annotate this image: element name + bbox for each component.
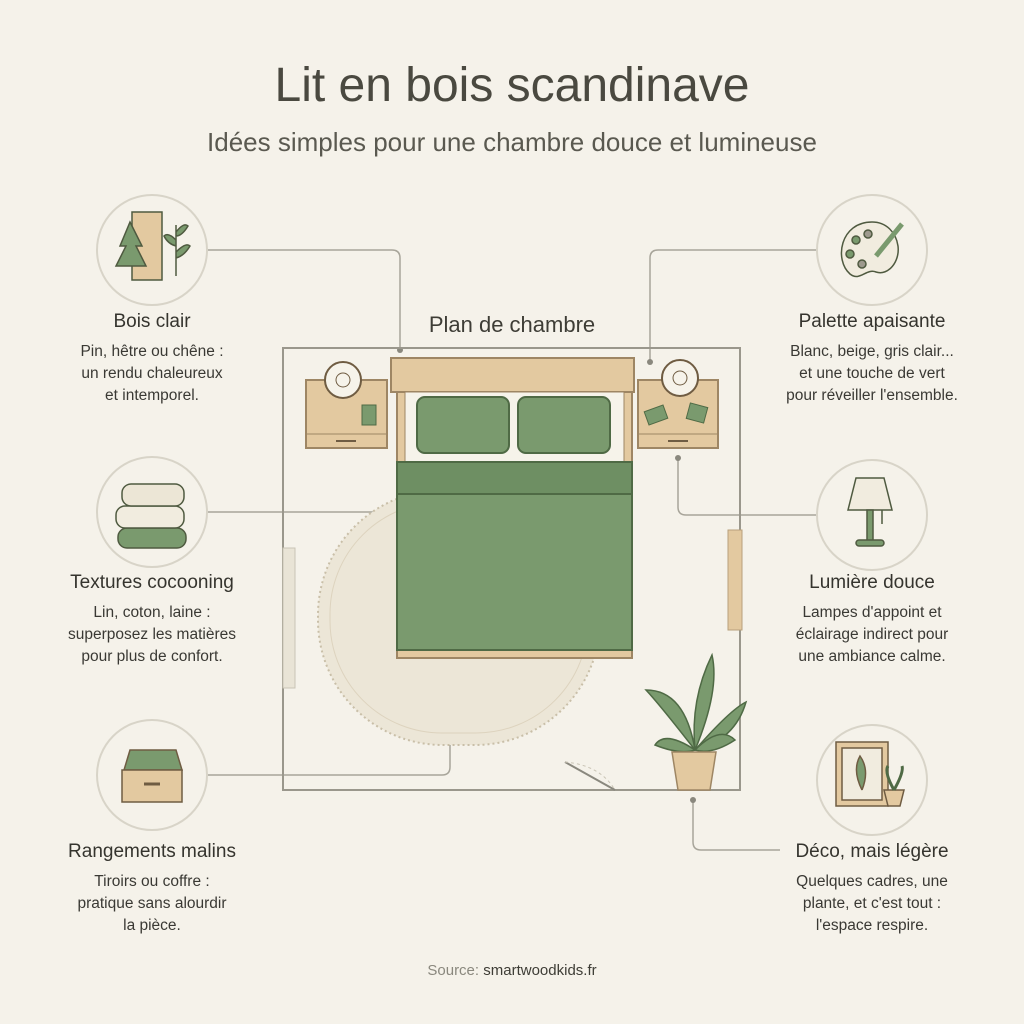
feature-line: un rendu chaleureux — [81, 365, 223, 382]
feature-title: Lumière douce — [809, 572, 935, 593]
feature-title: Rangements malins — [68, 841, 236, 862]
feature-line: Tiroirs ou coffre : — [94, 873, 210, 890]
nightstand-right — [637, 359, 719, 449]
feature-deco: Déco, mais légère Quelques cadres, une pl… — [742, 841, 1002, 937]
feature-line: une ambiance calme. — [798, 648, 946, 665]
feature-line: la pièce. — [123, 917, 181, 934]
nightstand-left — [305, 361, 388, 449]
feature-line: plante, et c'est tout : — [802, 895, 942, 912]
feature-line: l'espace respire. — [815, 917, 929, 934]
table-lamp-icon — [847, 477, 893, 547]
source-site: smartwoodkids.fr — [483, 962, 597, 979]
feature-palette: Palette apaisante Blanc, beige, gris cla… — [742, 311, 1002, 407]
plan-label: Plan de chambre — [428, 312, 596, 337]
window — [282, 547, 296, 689]
feature-title: Déco, mais légère — [795, 841, 949, 862]
page-subtitle: Idées simples pour une chambre douce et … — [207, 127, 817, 157]
feature-line: superposez les matières — [68, 626, 236, 643]
headboard — [390, 357, 635, 393]
door — [564, 761, 616, 791]
connector-deco — [692, 800, 780, 851]
feature-title: Textures cocooning — [70, 572, 234, 593]
feature-title: Bois clair — [113, 311, 191, 332]
folded-blankets-icon — [115, 483, 187, 549]
feature-line: Lin, coton, laine : — [93, 604, 211, 621]
pillow-right — [517, 396, 611, 454]
feature-line: pour réveiller l'ensemble. — [786, 387, 958, 404]
connector-lumiere — [677, 458, 817, 516]
potted-plant — [644, 652, 748, 791]
feature-rangements: Rangements malins Tiroirs ou coffre : pra… — [22, 841, 282, 937]
wood-tree-icon — [114, 211, 191, 281]
connector-bois-clair — [207, 249, 401, 350]
feature-line: pour plus de confort. — [81, 648, 223, 665]
source-label: Source: — [427, 962, 480, 979]
feature-line: éclairage indirect pour — [795, 626, 949, 643]
frame-plant-icon — [835, 741, 905, 807]
feature-title: Palette apaisante — [798, 311, 946, 332]
feature-line: Quelques cadres, une — [796, 873, 948, 890]
feature-line: Blanc, beige, gris clair... — [790, 343, 954, 360]
connector-palette — [649, 249, 817, 362]
feature-line: Pin, hêtre ou chêne : — [80, 343, 224, 360]
connector-rangements — [207, 665, 451, 776]
page-title: Lit en bois scandinave — [274, 59, 750, 112]
feature-line: et intemporel. — [105, 387, 199, 404]
feature-bois-clair: Bois clair Pin, hêtre ou chêne : un rendu… — [22, 311, 282, 407]
feature-lumiere: Lumière douce Lampes d'appoint et éclaira… — [742, 572, 1002, 668]
source-credit: Source: smartwoodkids.fr — [0, 962, 1024, 979]
storage-drawer-icon — [121, 749, 184, 803]
feature-line: Lampes d'appoint et — [802, 604, 942, 621]
paint-palette-icon — [840, 221, 904, 278]
feature-line: pratique sans alourdir — [77, 895, 227, 912]
feature-line: et une touche de vert — [799, 365, 945, 382]
wall-shelf — [727, 529, 743, 631]
feature-textures: Textures cocooning Lin, coton, laine : su… — [22, 572, 282, 668]
pillow-left — [416, 396, 510, 454]
